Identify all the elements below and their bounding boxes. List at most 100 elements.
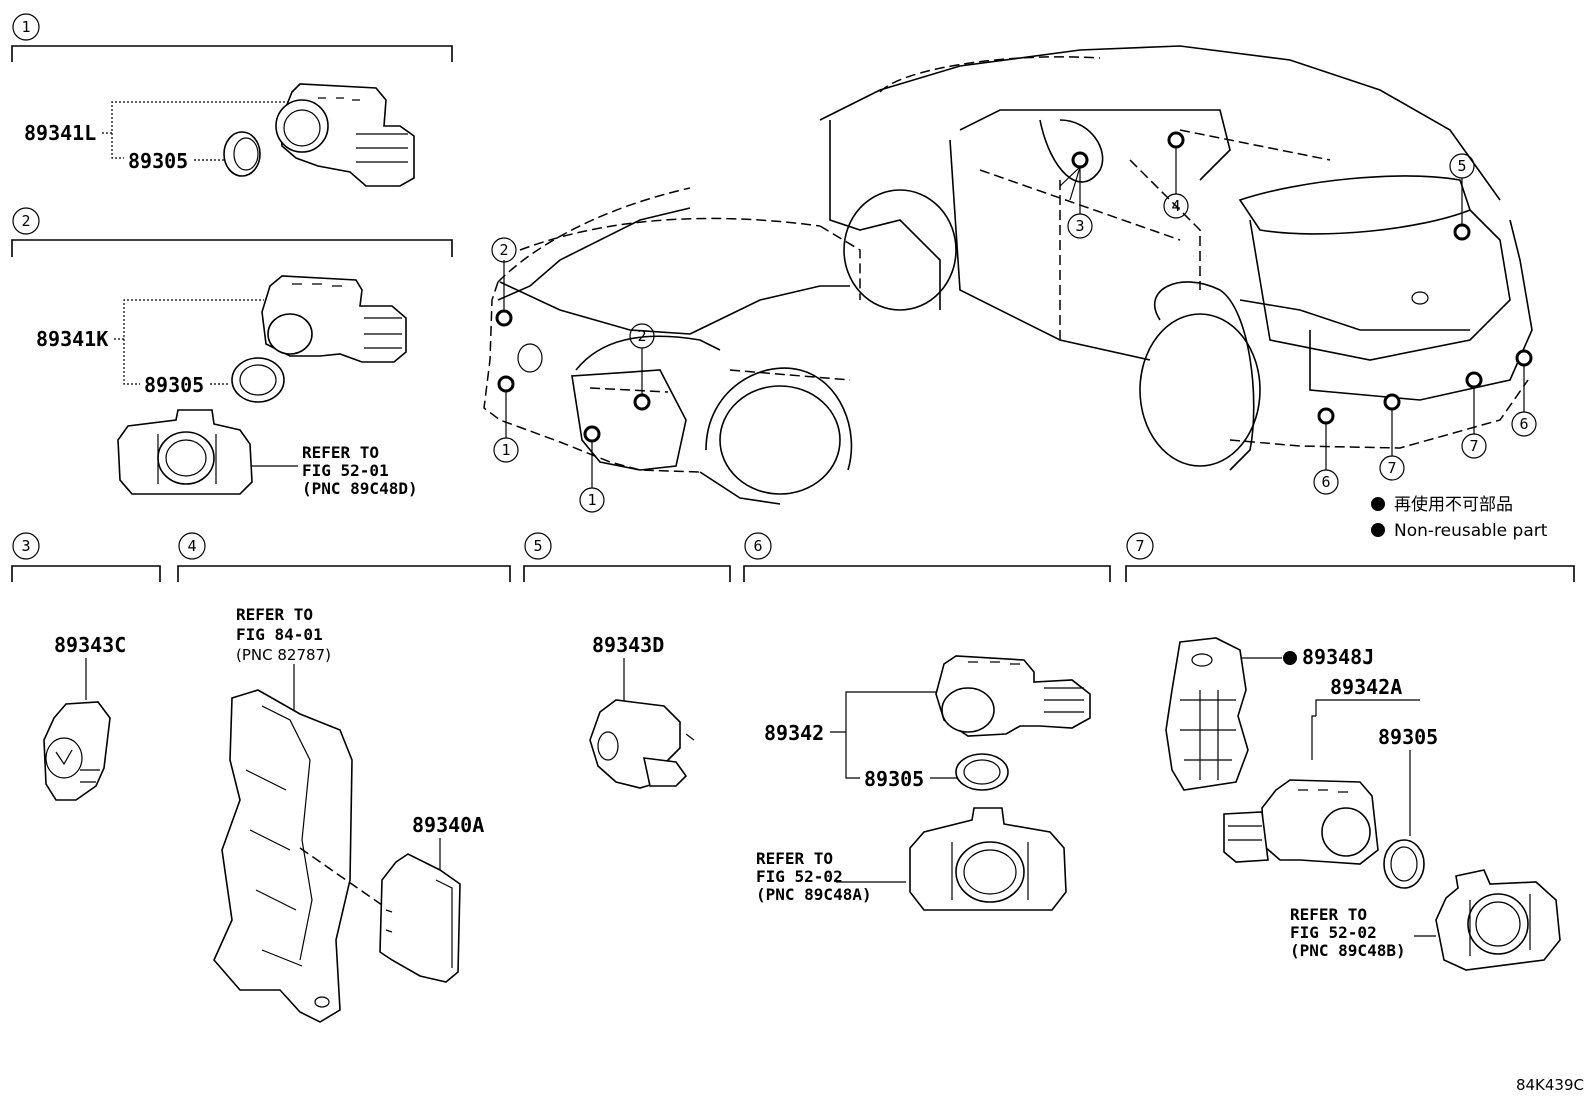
sensor-89343D [589,699,695,789]
section-7-bracket [1125,565,1575,582]
ref-s7-line1: REFER TO [1290,905,1367,924]
marker-4: 4 [1171,197,1180,215]
callout-89348J[interactable]: 89348J [1302,645,1374,669]
ref-s6-line2: FIG 52-02 [756,867,843,886]
ultrasonic-sensor-89341L [275,83,415,187]
section-5-number: 5 [533,537,542,555]
sensor-location-dot [1515,349,1533,367]
section-6: 6 89342 89305 REFER TO FIG 52-02 (PNC 89… [743,532,1111,911]
ecu-module-89340A [379,853,461,983]
sensor-location-dot [495,309,513,327]
dashed-install-line [299,847,393,913]
callout-89341L[interactable]: 89341L [24,121,96,145]
sensor-location-dot [1071,151,1089,169]
callout-89305-s1[interactable]: 89305 [128,149,188,173]
ref-s4-line3: (PNC 82787) [236,646,331,664]
section-5-marker [524,532,552,560]
section-7-number: 7 [1135,537,1144,555]
ref-s7-line2: FIG 52-02 [1290,923,1377,942]
section-3-number: 3 [21,537,30,555]
callout-89343C[interactable]: 89343C [54,633,126,657]
ultrasonic-sensor-89341K [261,275,407,363]
non-reusable-dot-icon [1371,497,1385,511]
sensor-location-dot [1167,131,1185,149]
sensor-location-dot [583,425,601,443]
section-2-marker [12,207,40,235]
ref-s2-line1: REFER TO [302,443,379,462]
leader-89341L [102,101,292,159]
ref-s6-line3: (PNC 89C48A) [756,885,872,904]
callout-89342[interactable]: 89342 [764,721,824,745]
marker-2-center: 2 [637,327,646,345]
ref-s4-line1: REFER TO [236,605,313,624]
legend-en: Non-reusable part [1394,521,1548,541]
ref-s6-line1: REFER TO [756,849,833,868]
section-3-marker [12,532,40,560]
callout-89341K[interactable]: 89341K [36,327,108,351]
sensor-ring-89305-s1 [223,131,261,177]
callout-89305-s6[interactable]: 89305 [864,767,924,791]
ref-s2-line3: (PNC 89C48D) [302,479,418,498]
marker-1-left: 1 [501,441,510,459]
section-2: 2 89341K 89305 REFER TO FIG 52-01 (PNC 8… [11,207,453,498]
leader-89342 [830,691,938,779]
sensor-holder-89348J [1165,637,1249,791]
section-3-bracket [11,565,161,582]
callout-89340A[interactable]: 89340A [412,813,484,837]
ref-s4-line2: FIG 84-01 [236,625,323,644]
marker-6-left: 6 [1321,473,1330,491]
callout-89305-s2[interactable]: 89305 [144,373,204,397]
leader-89342A [1311,699,1420,760]
leader-89341K [114,299,264,385]
section-1-marker [12,13,40,41]
section-7-marker [1126,532,1154,560]
section-4-number: 4 [187,537,196,555]
section-1: 1 89341L 89305 [11,13,453,187]
section-2-bracket [11,239,453,257]
section-6-number: 6 [753,537,762,555]
sensor-location-dot [1453,223,1471,241]
ref-s7-line3: (PNC 89C48B) [1290,941,1406,960]
callout-89342A[interactable]: 89342A [1330,675,1402,699]
callout-89305-s7[interactable]: 89305 [1378,725,1438,749]
diagram-code: 84K439C [1516,1076,1584,1094]
sensor-89343C [43,701,111,801]
ref-s2-line2: FIG 52-01 [302,461,389,480]
sensor-ring-89305-s7 [1383,839,1425,889]
marker-5: 5 [1457,157,1466,175]
marker-1-center: 1 [587,491,596,509]
sensor-location-dot [1383,393,1401,411]
vehicle-rear-view [819,45,1533,471]
sensor-location-dot [633,393,651,411]
sensor-bezel-fig52-01 [117,409,253,495]
marker-7-right: 7 [1469,437,1478,455]
non-reusable-dot-icon [1371,523,1385,537]
marker-3: 3 [1075,217,1084,235]
section-1-number: 1 [21,18,30,36]
sensor-bezel-fig52-02-a [909,807,1067,911]
section-4: 4 REFER TO FIG 84-01 (PNC 82787) 89340A [177,532,511,1023]
section-7: 7 89348J 89342A 89305 [1125,532,1575,971]
marker-2-left: 2 [499,241,508,259]
marker-6-right: 6 [1519,415,1528,433]
sensor-location-dot [1317,407,1335,425]
sensor-location-dot [1465,371,1483,389]
sensor-bezel-fig52-02-b [1435,869,1561,971]
sensor-ring-89305-s2 [231,357,285,403]
section-6-bracket [743,565,1111,582]
section-4-bracket [177,565,511,582]
section-4-marker [178,532,206,560]
callout-89343D[interactable]: 89343D [592,633,664,657]
vehicle-markers: 2 1 2 1 3 4 5 6 7 7 6 [491,131,1537,513]
ultrasonic-sensor-89342A [1223,779,1379,865]
vehicle-front-view [483,187,861,505]
section-6-marker [744,532,772,560]
legend: 再使用不可部品 Non-reusable part [1371,494,1548,541]
section-3: 3 89343C [11,532,161,801]
marker-7-left: 7 [1387,459,1396,477]
section-5-bracket [523,565,731,582]
sensor-location-dot [497,375,515,393]
non-reusable-dot-icon [1283,651,1297,665]
